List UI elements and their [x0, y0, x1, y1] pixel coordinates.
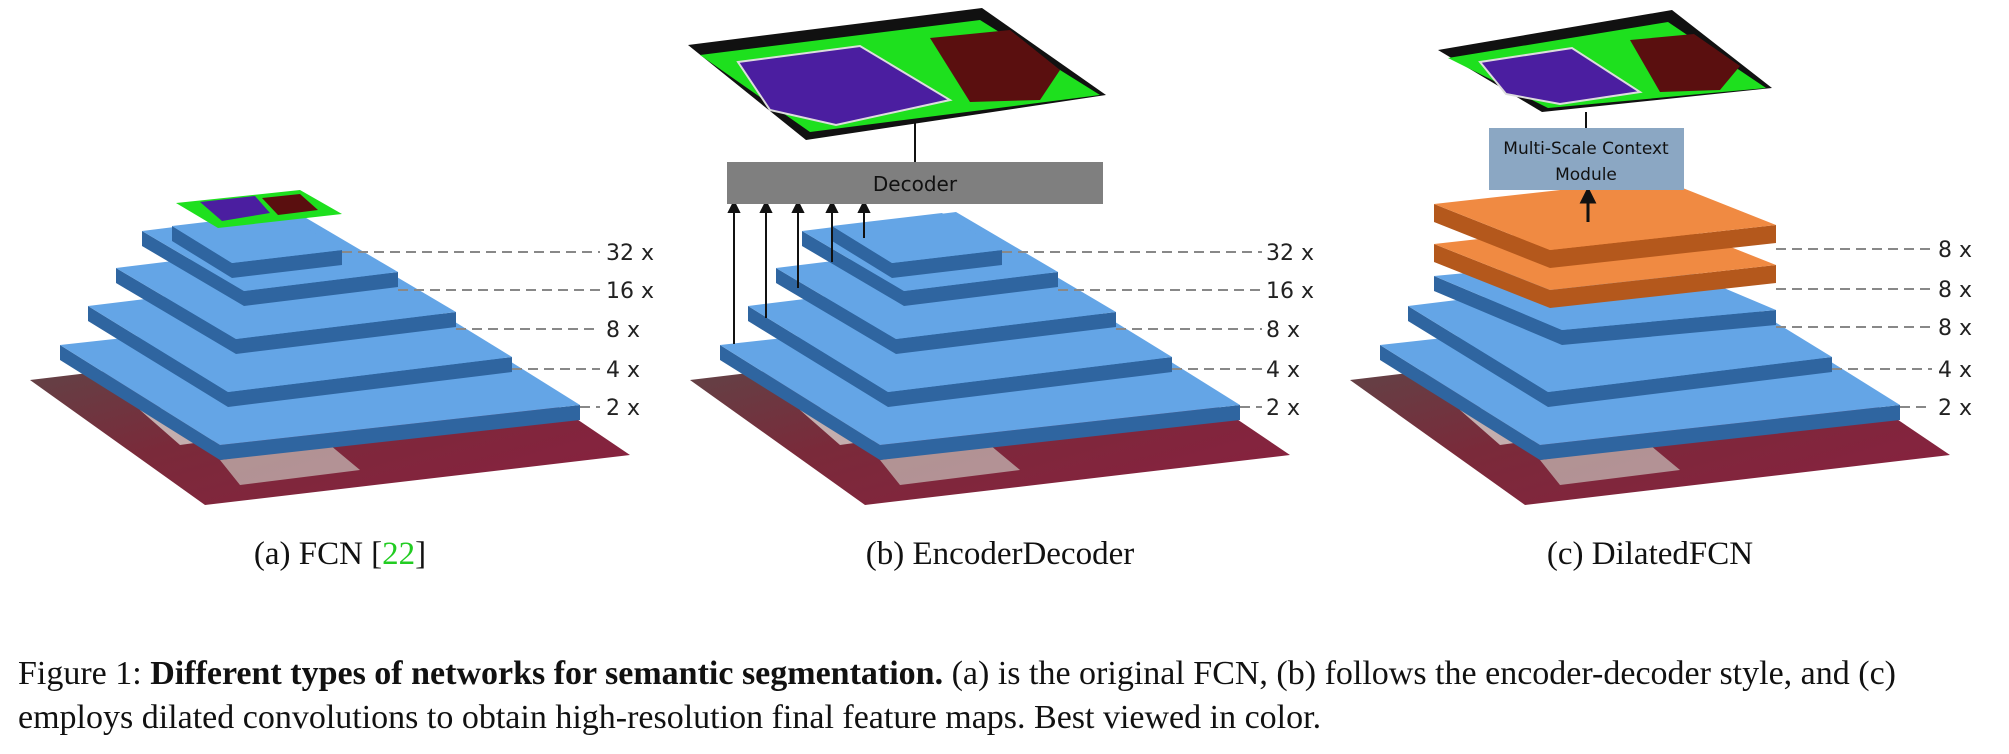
figure-caption: Figure 1: Different types of networks fo…: [18, 652, 1993, 740]
pyramid-layers: [60, 212, 580, 460]
scale-label: 2 x: [1266, 396, 1300, 421]
scale-label: 32 x: [606, 241, 654, 266]
decoder-box: [727, 162, 1103, 204]
context-module-box: [1489, 128, 1684, 190]
scale-label: 16 x: [606, 279, 654, 304]
output-segmentation: [176, 190, 342, 228]
caption-prefix: Figure 1:: [18, 655, 151, 692]
pyramid-layers: [720, 212, 1240, 460]
citation-link[interactable]: 22: [382, 536, 415, 572]
caption-body: (a) is the original FCN, (b) follows the…: [18, 655, 1896, 736]
scale-label: 8 x: [1938, 238, 1972, 263]
scale-guides: [1776, 248, 1932, 408]
output-segmentation: [688, 8, 1106, 140]
panel-fcn: 32 x 16 x 8 x 4 x 2 x (a) FCN [22]: [30, 190, 654, 572]
scale-label: 4 x: [1938, 358, 1972, 383]
scale-label: 2 x: [1938, 396, 1972, 421]
scale-label: 4 x: [606, 358, 640, 383]
caption-bold: Different types of networks for semantic…: [150, 655, 944, 692]
module-label-line1: Multi-Scale Context: [1503, 139, 1669, 159]
scale-guides: [342, 251, 600, 408]
module-arrow: [1579, 186, 1597, 222]
panel-encoder-decoder: Decoder 32 x 16 x 8 x 4 x 2 x (b) Encode…: [688, 8, 1314, 572]
scale-label: 8 x: [606, 318, 640, 343]
output-segmentation: [1438, 10, 1772, 112]
scale-label: 8 x: [1938, 316, 1972, 341]
scale-label: 8 x: [1266, 318, 1300, 343]
scale-label: 16 x: [1266, 279, 1314, 304]
scale-label: 2 x: [606, 396, 640, 421]
panel-label: (a) FCN [22]: [254, 536, 426, 572]
scale-label: 8 x: [1938, 278, 1972, 303]
scale-label: 32 x: [1266, 241, 1314, 266]
skip-arrows: [727, 199, 871, 344]
panel-label: (b) EncoderDecoder: [866, 536, 1134, 572]
panel-dilated-fcn: Multi-Scale Context Module 8 x 8 x 8 x 4…: [1350, 10, 1972, 572]
panel-label: (c) DilatedFCN: [1547, 536, 1753, 572]
decoder-label: Decoder: [873, 172, 958, 196]
scale-label: 4 x: [1266, 358, 1300, 383]
module-label-line2: Module: [1555, 165, 1617, 185]
dilated-layers: [1434, 179, 1776, 308]
scale-guides: [1002, 251, 1262, 408]
